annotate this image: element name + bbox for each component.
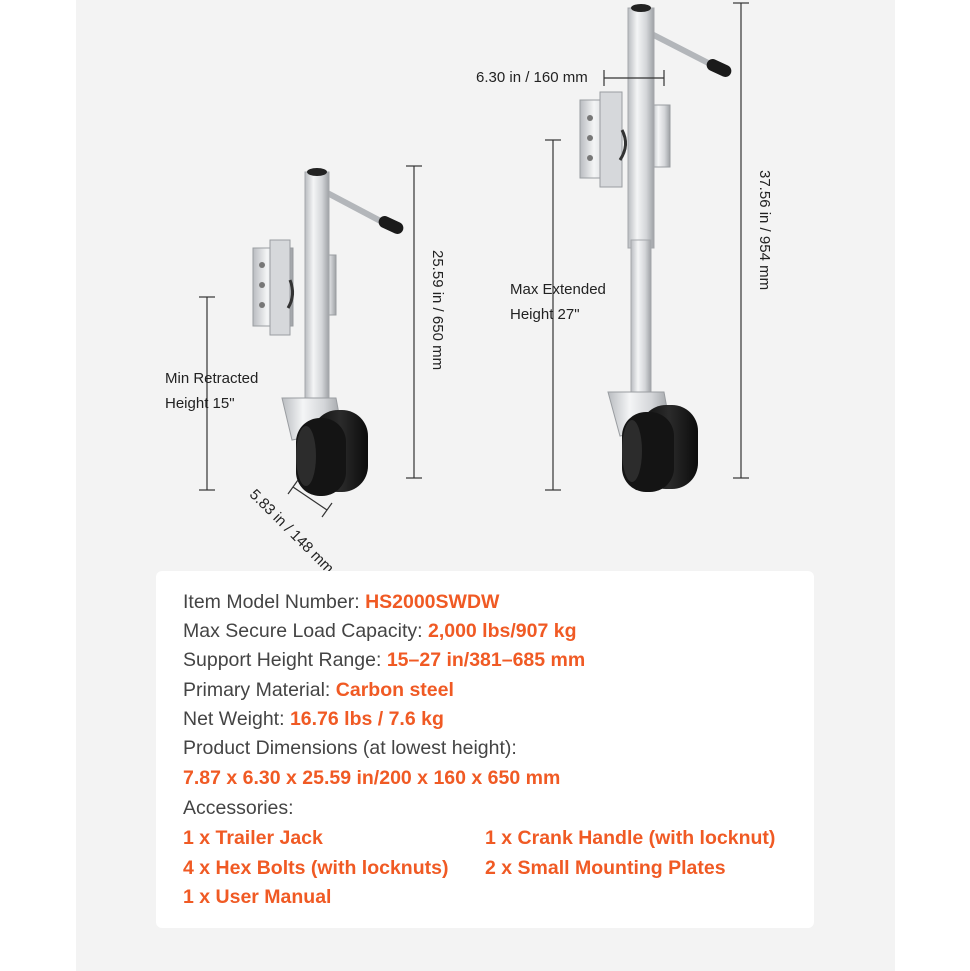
min-retracted-label: Min Retracted Height 15"	[165, 366, 258, 416]
retracted-jack	[252, 168, 404, 496]
min-retracted-line1: Min Retracted	[165, 370, 259, 387]
spec-weight-label: Net Weight:	[183, 708, 290, 730]
extended-height-dimension: 37.56 in / 954 mm	[756, 170, 773, 291]
spec-material-value: Carbon steel	[335, 679, 454, 701]
accessory-item: 2 x Small Mounting Plates	[485, 857, 726, 879]
spec-load: Max Secure Load Capacity: 2,000 lbs/907 …	[183, 618, 577, 644]
spec-dims-value-text: 7.87 x 6.30 x 25.59 in/200 x 160 x 650 m…	[183, 767, 561, 789]
accessory-item: 1 x Trailer Jack	[183, 827, 323, 849]
jack-illustration	[199, 2, 749, 518]
spec-card	[156, 571, 814, 928]
accessory-item: 1 x User Manual	[183, 886, 332, 908]
spec-dims-label: Product Dimensions (at lowest height):	[183, 737, 517, 759]
spec-weight: Net Weight: 16.76 lbs / 7.6 kg	[183, 706, 444, 732]
extended-dimension-lines	[545, 2, 749, 491]
retracted-dimension-lines	[199, 165, 422, 518]
extended-jack	[579, 4, 732, 492]
spec-load-label: Max Secure Load Capacity:	[183, 620, 428, 642]
accessory-item: 4 x Hex Bolts (with locknuts)	[183, 857, 449, 879]
max-extended-line1: Max Extended	[510, 281, 606, 298]
spec-material: Primary Material: Carbon steel	[183, 677, 454, 703]
spec-model-value: HS2000SWDW	[365, 591, 500, 613]
spec-model: Item Model Number: HS2000SWDW	[183, 589, 499, 615]
spec-dims-value: 7.87 x 6.30 x 25.59 in/200 x 160 x 650 m…	[183, 765, 560, 791]
max-extended-line2: Height 27"	[510, 306, 580, 323]
extended-width-dimension: 6.30 in / 160 mm	[476, 69, 588, 86]
spec-model-label: Item Model Number:	[183, 591, 366, 613]
spec-height-value: 15–27 in/381–685 mm	[386, 649, 586, 671]
max-extended-label: Max Extended Height 27"	[510, 277, 606, 327]
spec-weight-value: 16.76 lbs / 7.6 kg	[289, 708, 444, 730]
min-retracted-line2: Height 15"	[165, 395, 235, 412]
spec-material-label: Primary Material:	[183, 679, 336, 701]
accessory-item: 1 x Crank Handle (with locknut)	[485, 827, 776, 849]
spec-load-value: 2,000 lbs/907 kg	[427, 620, 577, 642]
retracted-height-dimension: 25.59 in / 650 mm	[429, 250, 446, 371]
spec-accessories-label: Accessories:	[183, 797, 294, 819]
spec-height-label: Support Height Range:	[183, 649, 387, 671]
spec-height: Support Height Range: 15–27 in/381–685 m…	[183, 647, 585, 673]
